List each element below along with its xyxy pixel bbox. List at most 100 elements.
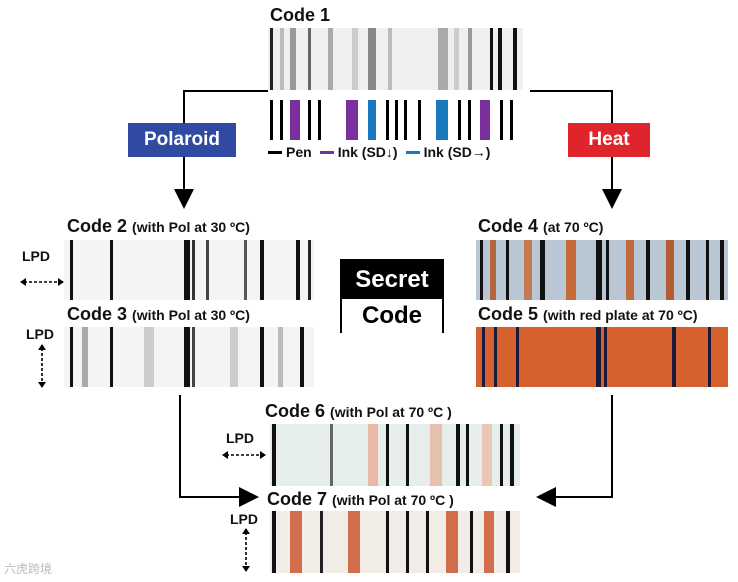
barcode-stripe	[192, 240, 195, 300]
barcode-stripe	[296, 240, 300, 300]
barcode-stripe	[490, 240, 496, 300]
barcode-stripe	[300, 327, 304, 387]
secret-code-box: Secret Code	[340, 259, 444, 333]
barcode-stripe	[468, 100, 471, 140]
barcode-stripe	[352, 28, 358, 90]
code7-strip	[270, 511, 520, 573]
lpd-label-code7: LPD	[230, 511, 258, 527]
barcode-stripe	[454, 28, 459, 90]
barcode-stripe	[524, 240, 532, 300]
lpd-vertical-arrow-icon	[242, 528, 250, 572]
barcode-stripe	[270, 28, 273, 90]
ink-sd-down-swatch	[319, 150, 334, 154]
barcode-stripe	[272, 511, 276, 573]
barcode-stripe	[436, 100, 448, 140]
barcode-stripe	[320, 511, 323, 573]
barcode-stripe	[388, 28, 392, 90]
barcode-stripe	[272, 424, 276, 486]
barcode-stripe	[184, 327, 190, 387]
barcode-stripe	[308, 100, 311, 140]
barcode-stripe	[470, 511, 473, 573]
arrow-code1-to-code4	[530, 90, 622, 209]
secret-label: Secret	[342, 261, 442, 299]
barcode-stripe	[395, 100, 398, 140]
barcode-stripe	[308, 240, 311, 300]
barcode-stripe	[540, 240, 545, 300]
barcode-stripe	[480, 100, 490, 140]
barcode-stripe	[244, 240, 247, 300]
barcode-stripe	[516, 327, 519, 387]
barcode-stripe	[418, 100, 421, 140]
legend-pen-label: Pen	[286, 144, 312, 160]
code1-schematic-strip	[268, 100, 523, 140]
barcode-stripe	[458, 100, 461, 140]
barcode-stripe	[328, 28, 333, 90]
legend-ink-down-label: Ink (SD↓)	[337, 144, 398, 160]
watermark-logo: 六虎跨境	[4, 562, 53, 576]
barcode-stripe	[666, 240, 674, 300]
barcode-stripe	[426, 511, 429, 573]
polaroid-label: Polaroid	[128, 123, 236, 157]
pen-swatch	[268, 150, 282, 154]
barcode-stripe	[596, 240, 602, 300]
barcode-stripe	[368, 28, 376, 90]
barcode-stripe	[646, 240, 650, 300]
barcode-stripe	[720, 240, 724, 300]
code1-title: Code 1	[270, 5, 331, 25]
barcode-stripe	[230, 327, 238, 387]
barcode-stripe	[386, 424, 389, 486]
barcode-stripe	[144, 327, 154, 387]
barcode-stripe	[110, 240, 113, 300]
lpd-vertical-arrow-icon	[38, 344, 46, 388]
arrow-code5-to-code7	[536, 395, 613, 507]
lpd-horizontal-arrow-icon	[222, 451, 266, 459]
barcode-stripe	[110, 327, 113, 387]
barcode-stripe	[290, 511, 302, 573]
barcode-stripe	[368, 100, 376, 140]
barcode-stripe	[606, 240, 609, 300]
barcode-stripe	[500, 424, 503, 486]
code1-photo-strip	[268, 28, 523, 90]
code5-strip	[476, 327, 728, 387]
barcode-stripe	[490, 28, 493, 90]
barcode-stripe	[290, 100, 300, 140]
barcode-stripe	[566, 240, 576, 300]
barcode-stripe	[308, 28, 311, 90]
barcode-stripe	[206, 240, 209, 300]
code4-title: Code 4 (at 70 ºC)	[478, 216, 604, 236]
barcode-stripe	[184, 240, 190, 300]
barcode-stripe	[708, 327, 711, 387]
barcode-stripe	[456, 424, 460, 486]
lpd-label-code6: LPD	[226, 430, 254, 446]
barcode-stripe	[506, 511, 510, 573]
barcode-stripe	[346, 100, 358, 140]
code5-title: Code 5 (with red plate at 70 ºC)	[478, 304, 698, 324]
ink-sd-right-swatch	[405, 150, 420, 154]
barcode-stripe	[482, 424, 492, 486]
barcode-stripe	[260, 327, 264, 387]
barcode-stripe	[498, 28, 502, 90]
barcode-stripe	[404, 100, 407, 140]
barcode-stripe	[480, 240, 483, 300]
legend-ink-right-label: Ink (SD→)	[423, 144, 491, 160]
barcode-stripe	[468, 28, 472, 90]
barcode-stripe	[280, 100, 283, 140]
barcode-stripe	[446, 511, 458, 573]
barcode-stripe	[330, 424, 333, 486]
code2-strip	[64, 240, 314, 300]
barcode-stripe	[406, 511, 409, 573]
code3-strip	[64, 327, 314, 387]
barcode-stripe	[318, 100, 321, 140]
barcode-stripe	[82, 327, 88, 387]
lpd-label-code2: LPD	[22, 248, 50, 264]
barcode-stripe	[348, 511, 360, 573]
barcode-stripe	[70, 240, 73, 300]
barcode-stripe	[596, 327, 601, 387]
lpd-horizontal-arrow-icon	[20, 278, 64, 286]
barcode-stripe	[494, 327, 497, 387]
barcode-stripe	[290, 28, 296, 90]
code6-strip	[270, 424, 520, 486]
code3-title: Code 3 (with Pol at 30 ºC)	[67, 304, 250, 324]
barcode-stripe	[260, 240, 264, 300]
code6-title: Code 6 (with Pol at 70 ºC )	[265, 401, 452, 421]
